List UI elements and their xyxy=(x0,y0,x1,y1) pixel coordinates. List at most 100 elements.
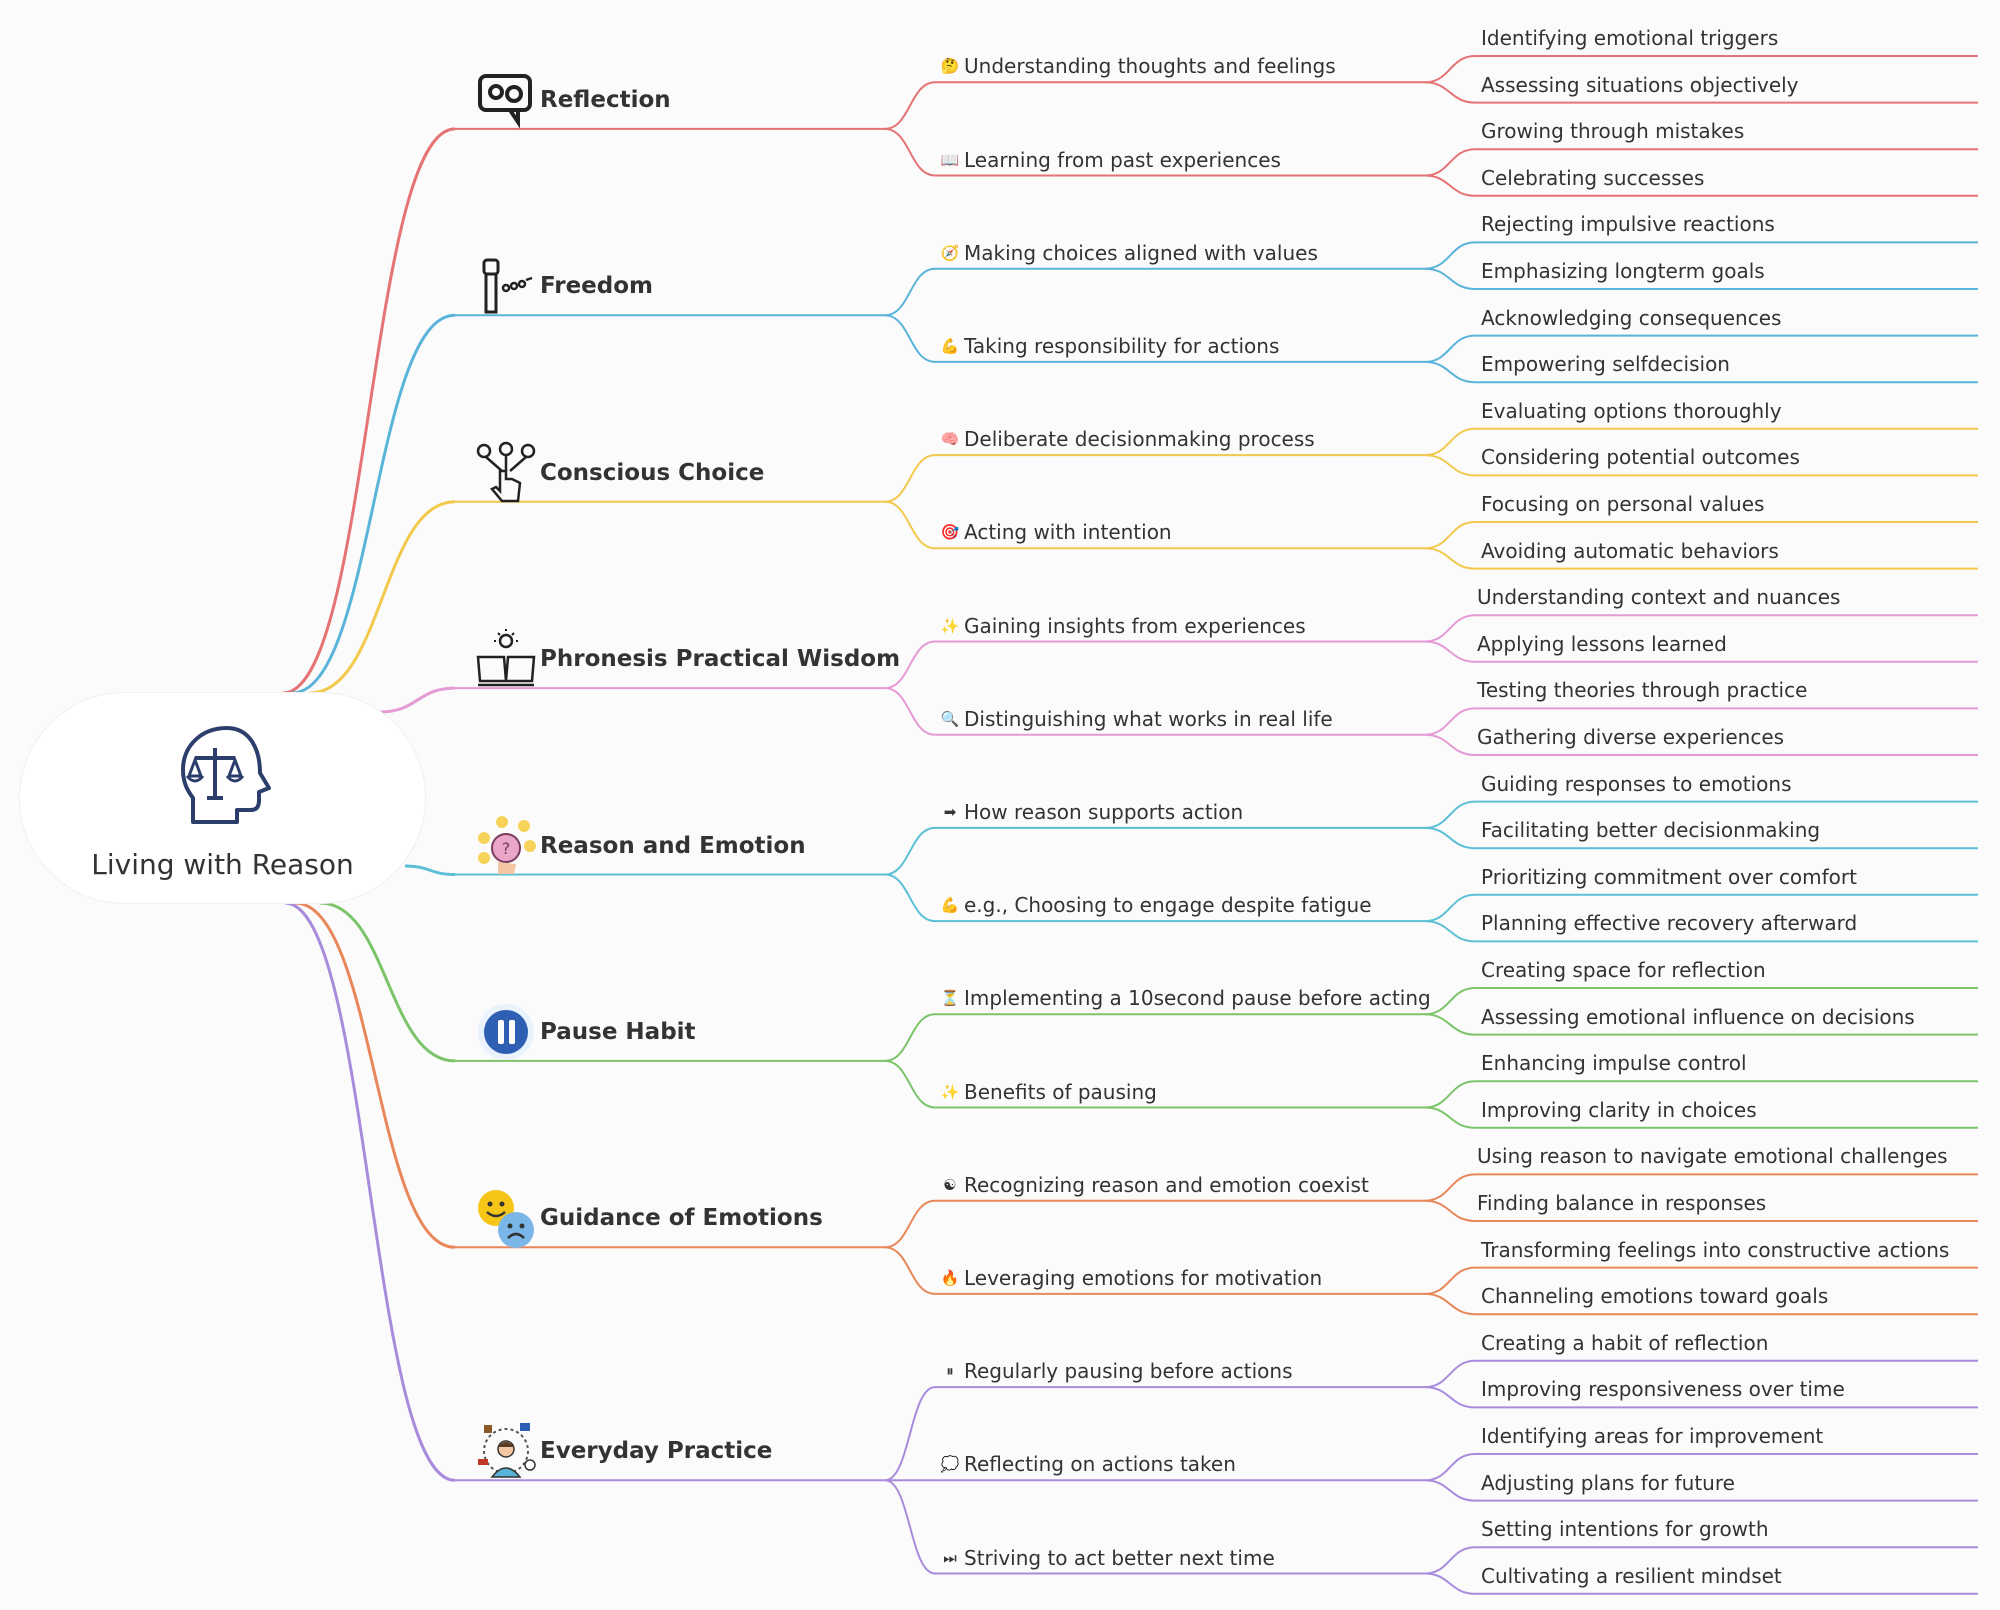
leaf-item[interactable]: Adjusting plans for future xyxy=(1481,1470,1735,1495)
branch-node[interactable]: Freedom xyxy=(474,258,654,314)
leaf-item[interactable]: Guiding responses to emotions xyxy=(1481,771,1792,796)
sub-topic[interactable]: ⏳Implementing a 10second pause before ac… xyxy=(940,986,1431,1010)
topic-emoji-icon: ✨ xyxy=(940,1082,960,1101)
branch-label: Pause Habit xyxy=(540,1018,696,1045)
sub-topic[interactable]: 💪e.g., Choosing to engage despite fatigu… xyxy=(940,893,1372,917)
leaf-item[interactable]: Enhancing impulse control xyxy=(1481,1051,1747,1076)
connector-curve xyxy=(1424,733,1476,756)
sub-topic[interactable]: 💭Reflecting on actions taken xyxy=(940,1452,1236,1476)
leaf-item[interactable]: Testing theories through practice xyxy=(1477,678,1808,703)
leaf-item[interactable]: Assessing emotional influence on decisio… xyxy=(1481,1004,1915,1029)
sub-topic[interactable]: 🔍Distinguishing what works in real life xyxy=(940,707,1333,731)
leaf-item[interactable]: Understanding context and nuances xyxy=(1477,585,1841,610)
sub-topic[interactable]: 💪Taking responsibility for actions xyxy=(940,333,1280,358)
leaf-item[interactable]: Empowering selfdecision xyxy=(1481,352,1730,377)
leaf-item[interactable]: Improving clarity in choices xyxy=(1481,1097,1757,1122)
topic-emoji-icon: 💪 xyxy=(940,896,960,915)
sub-topic[interactable]: 📖Learning from past experiences xyxy=(940,148,1281,172)
root-label: Living with Reason xyxy=(91,848,354,881)
leaf-item[interactable]: Considering potential outcomes xyxy=(1481,445,1800,470)
sub-topic-label: Recognizing reason and emotion coexist xyxy=(964,1172,1369,1197)
branch-node[interactable]: Pause Habit xyxy=(474,1003,696,1060)
sub-topic[interactable]: 🧭Making choices aligned with values xyxy=(940,241,1318,265)
connector-curve xyxy=(1424,81,1476,104)
connector-curve xyxy=(884,1386,936,1482)
sub-topic-label: Taking responsibility for actions xyxy=(964,333,1280,358)
leaf-item[interactable]: Creating space for reflection xyxy=(1481,958,1766,982)
leaf-item[interactable]: Improving responsiveness over time xyxy=(1481,1377,1845,1402)
leaf-item[interactable]: Focusing on personal values xyxy=(1481,492,1765,516)
leaf-item[interactable]: Evaluating options thoroughly xyxy=(1481,398,1782,423)
leaf-item[interactable]: Prioritizing commitment over comfort xyxy=(1481,864,1857,889)
sub-topic-label: Benefits of pausing xyxy=(964,1079,1157,1104)
connector-curve xyxy=(1424,174,1476,197)
sub-topic[interactable]: 🔥Leveraging emotions for motivation xyxy=(940,1265,1323,1290)
leaf-item[interactable]: Identifying emotional triggers xyxy=(1481,26,1779,50)
sub-topic[interactable]: ☯ Recognizing reason and emotion coexist xyxy=(940,1173,1369,1197)
sub-topic[interactable]: ✨Gaining insights from experiences xyxy=(940,614,1306,638)
connector-curve xyxy=(884,1246,936,1295)
sub-topic[interactable]: ➡How reason supports action xyxy=(940,800,1243,824)
connector-curve xyxy=(884,267,936,317)
leaf-item[interactable]: Using reason to navigate emotional chall… xyxy=(1477,1144,1948,1169)
connector-curve xyxy=(294,901,456,1249)
branch-label: Freedom xyxy=(540,273,654,300)
connector-curve xyxy=(1424,547,1476,570)
leaf-item[interactable]: Celebrating successes xyxy=(1481,165,1705,190)
leaf-item[interactable]: Growing through mistakes xyxy=(1481,119,1745,144)
leaf-item[interactable]: Channeling emotions toward goals xyxy=(1481,1284,1829,1309)
leaf-item[interactable]: Avoiding automatic behaviors xyxy=(1481,538,1779,563)
connector-curve xyxy=(309,500,456,695)
branch-node[interactable]: Phronesis Practical Wisdom xyxy=(474,629,900,687)
sub-topic[interactable]: 🧠Deliberate decisionmaking process xyxy=(940,427,1315,451)
branch-label: Reflection xyxy=(540,86,671,113)
leaf-item[interactable]: Setting intentions for growth xyxy=(1481,1517,1769,1542)
leaf-item[interactable]: Finding balance in responses xyxy=(1477,1191,1767,1215)
leaf-item[interactable]: Emphasizing longterm goals xyxy=(1481,259,1765,283)
topic-emoji-icon: 🤔 xyxy=(940,57,960,76)
leaf-item[interactable]: Applying lessons learned xyxy=(1477,631,1727,656)
sub-topic[interactable]: ✨Benefits of pausing xyxy=(940,1080,1157,1104)
leaf-item[interactable]: Assessing situations objectively xyxy=(1481,72,1799,97)
topic-emoji-icon: ☯ xyxy=(943,1175,957,1194)
leaf-item[interactable]: Creating a habit of reflection xyxy=(1481,1330,1769,1355)
sub-topic-label: Leveraging emotions for motivation xyxy=(964,1265,1323,1290)
connector-curve xyxy=(884,873,936,923)
leaf-item[interactable]: Gathering diverse experiences xyxy=(1477,725,1785,749)
connector-curve xyxy=(1424,1479,1476,1502)
connector-curve xyxy=(884,314,936,363)
connector-curve xyxy=(1424,267,1476,290)
svg-text:?: ? xyxy=(502,839,511,858)
connector-curve xyxy=(884,826,936,876)
topic-emoji-icon: ⏳ xyxy=(940,989,960,1008)
sub-topic[interactable]: ⏸Regularly pausing before actions xyxy=(940,1359,1292,1383)
leaf-item[interactable]: Cultivating a resilient mindset xyxy=(1481,1563,1782,1588)
connector-curve xyxy=(884,500,936,550)
leaf-item[interactable]: Rejecting impulsive reactions xyxy=(1481,212,1775,237)
connector-curve xyxy=(1424,800,1476,829)
connector-curve xyxy=(1424,1453,1476,1482)
leaf-item[interactable]: Planning effective recovery afterward xyxy=(1481,911,1858,936)
branch-node[interactable]: ?Reason and Emotion xyxy=(474,815,806,874)
connector-curve xyxy=(1424,920,1476,943)
leaf-item[interactable]: Acknowledging consequences xyxy=(1481,305,1782,330)
topic-emoji-icon: ➡ xyxy=(943,802,957,821)
branch-node[interactable]: Everyday Practice xyxy=(474,1423,772,1479)
connector-curve xyxy=(1424,1359,1476,1389)
connector-curve xyxy=(1424,826,1476,850)
leaf-item[interactable]: Transforming feelings into constructive … xyxy=(1481,1237,1950,1262)
topic-emoji-icon: 📖 xyxy=(940,150,960,169)
leaf-item[interactable]: Identifying areas for improvement xyxy=(1481,1424,1824,1448)
sub-topic-label: Striving to act better next time xyxy=(964,1545,1275,1570)
branch-node[interactable]: Conscious Choice xyxy=(474,441,764,502)
sub-topic[interactable]: 🤔Understanding thoughts and feelings xyxy=(940,54,1336,78)
sub-topic-label: Implementing a 10second pause before act… xyxy=(964,986,1431,1011)
branch-label: Guidance of Emotions xyxy=(540,1205,823,1232)
branch-node[interactable]: Reflection xyxy=(474,73,671,129)
sub-topic[interactable]: 🎯Acting with intention xyxy=(940,520,1172,544)
branch-node[interactable]: Guidance of Emotions xyxy=(474,1190,823,1249)
sub-topic[interactable]: ⏭Striving to act better next time xyxy=(940,1546,1275,1570)
sub-topic-label: Distinguishing what works in real life xyxy=(964,706,1333,731)
connector-curve xyxy=(1424,148,1476,177)
leaf-item[interactable]: Facilitating better decisionmaking xyxy=(1481,818,1821,843)
